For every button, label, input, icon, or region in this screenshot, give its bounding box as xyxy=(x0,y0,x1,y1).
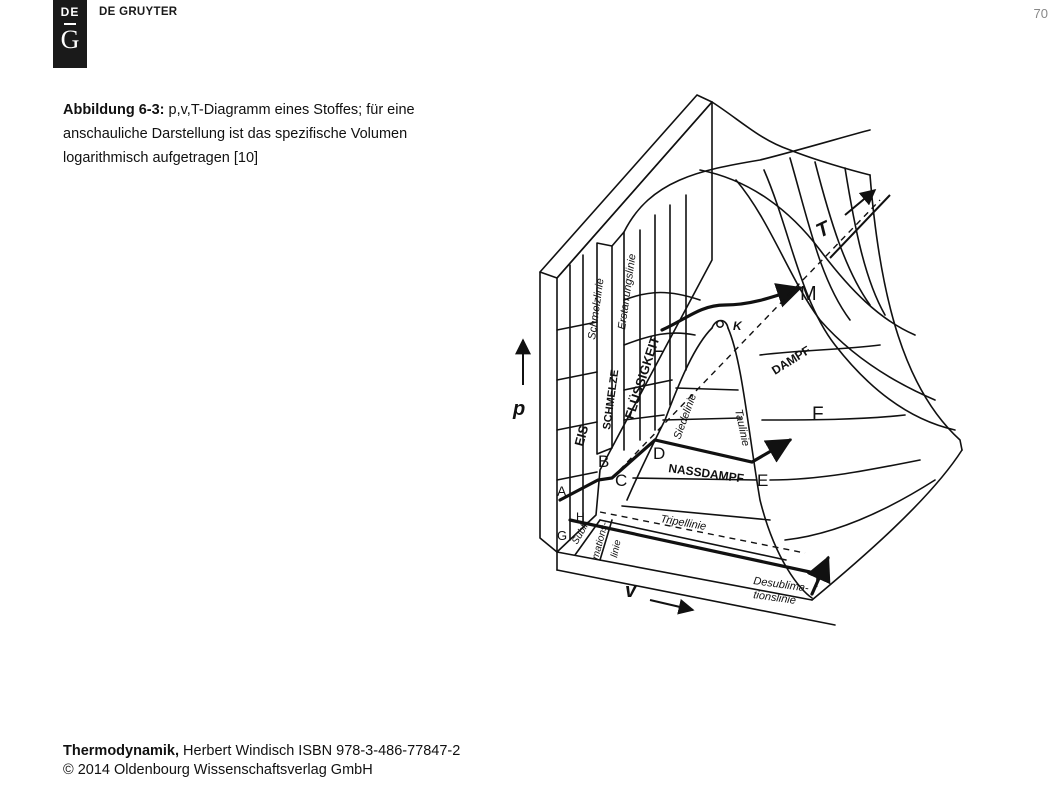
triple-line-dashed xyxy=(599,511,806,554)
line-erstarrungslinie: Erstarrungslinie xyxy=(616,253,639,330)
footer-book-title: Thermodynamik, xyxy=(63,743,180,759)
point-d: D xyxy=(653,444,665,463)
wet-band-5 xyxy=(599,519,787,561)
caption-line-2: anschauliche Darstellung ist das spezifi… xyxy=(63,126,408,142)
footer-copyright: © 2014 Oldenbourg Wissenschaftsverlag Gm… xyxy=(63,762,373,778)
footer: Thermodynamik, Herbert Windisch ISBN 978… xyxy=(63,742,460,780)
footer-book-info: Herbert Windisch ISBN 978-3-486-77847-2 xyxy=(179,743,461,759)
point-h: H xyxy=(576,510,585,524)
wet-band-1 xyxy=(675,387,739,391)
point-g: G xyxy=(557,528,567,543)
desublimation-arrow xyxy=(806,555,831,596)
region-schmelze: SCHMELZE xyxy=(601,369,621,431)
line-taulinie: Taulinie xyxy=(732,408,752,447)
point-l: L xyxy=(652,335,663,357)
gas-upper-boundary xyxy=(711,101,871,176)
dome-right xyxy=(727,327,813,599)
region-nassdampf: NASSDAMPF xyxy=(668,461,745,485)
point-c: C xyxy=(615,471,627,490)
gas-grid-5 xyxy=(814,161,871,306)
v-axis-arrow xyxy=(649,598,695,615)
axis-label-v: v xyxy=(625,580,638,602)
floor-bottom-edge xyxy=(556,569,836,626)
wet-band-2 xyxy=(662,417,742,421)
solid-grid-h4 xyxy=(556,471,598,481)
line-siedelinie: Siedelinie xyxy=(672,392,700,441)
point-m: M xyxy=(800,283,817,305)
floor-divider-2 xyxy=(599,519,613,561)
gas-bottom-edge xyxy=(811,449,963,601)
critical-point xyxy=(716,320,724,328)
caption-line-1: p,v,T-Diagramm eines Stoffes; für eine xyxy=(168,102,415,118)
gas-grid-h3 xyxy=(769,459,921,481)
point-k: K xyxy=(733,319,743,333)
solid-grid-h2 xyxy=(556,371,598,381)
region-eis: EIS xyxy=(571,423,591,447)
gas-grid-2 xyxy=(735,179,936,401)
gas-grid-1 xyxy=(699,169,916,336)
liquid-grid-3 xyxy=(623,379,673,391)
gas-grid-4 xyxy=(789,157,851,321)
gas-grid-h2 xyxy=(761,414,906,421)
isotherm-l-m xyxy=(660,283,803,332)
line-sublimation-3: linie xyxy=(609,539,624,559)
caption-label: Abbildung 6-3: xyxy=(63,102,165,118)
melt-column xyxy=(596,242,613,455)
logo-g-text: G xyxy=(60,24,80,54)
region-dampf: DAMPF xyxy=(769,343,813,377)
logo-de-text: DE xyxy=(60,5,80,19)
gas-grid-3 xyxy=(763,169,956,431)
solid-face-outline xyxy=(556,101,713,553)
page-number: 70 xyxy=(1033,6,1048,21)
liquid-upper-boundary xyxy=(623,129,871,233)
liquid-grid-4 xyxy=(623,414,665,421)
gas-grid-6 xyxy=(844,167,886,316)
publisher-name: DE GRUYTER xyxy=(99,6,178,18)
point-i: I xyxy=(815,575,819,590)
t-axis-line xyxy=(829,194,891,259)
point-b: B xyxy=(598,452,609,471)
line-desublimation-2: tionslinie xyxy=(753,589,797,607)
gas-right-edge xyxy=(869,174,963,451)
liquid-grid-1 xyxy=(623,291,701,301)
line-tripellinie: Tripellinie xyxy=(659,513,707,533)
gas-grid-h1 xyxy=(759,344,881,356)
axis-label-p: p xyxy=(512,398,525,420)
point-e: E xyxy=(757,471,768,490)
wet-band-4 xyxy=(621,505,771,521)
solid-grid-h3 xyxy=(556,421,598,431)
t-axis-arrow xyxy=(844,188,877,216)
point-a: A xyxy=(557,483,567,499)
projection-line xyxy=(611,199,881,479)
de-gruyter-logo: DE G xyxy=(53,0,87,68)
point-f: F xyxy=(812,404,824,425)
wall-front-left xyxy=(539,271,558,553)
figure-caption: Abbildung 6-3: p,v,T-Diagramm eines Stof… xyxy=(63,98,483,170)
logo-rule xyxy=(64,23,76,25)
gas-grid-h4 xyxy=(784,479,936,541)
wet-band-3 xyxy=(632,477,758,481)
line-schmelzlinie: Schmelzlinie xyxy=(586,278,606,341)
liquid-grid-2 xyxy=(623,332,696,346)
solid-grid-h1 xyxy=(556,321,598,331)
caption-line-3: logarithmisch aufgetragen [10] xyxy=(63,150,259,166)
isobar-line xyxy=(558,438,793,502)
triple-line-thick xyxy=(568,518,812,574)
